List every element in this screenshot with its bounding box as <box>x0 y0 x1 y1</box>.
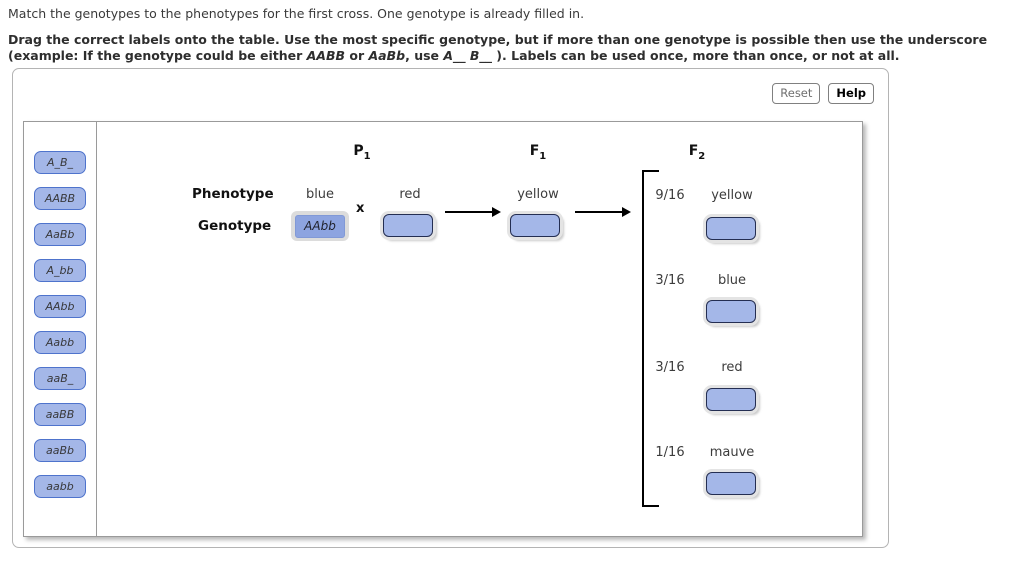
palette-chip-aaBb[interactable]: aaBb <box>34 439 86 462</box>
palette-chip-A_B_[interactable]: A_B_ <box>34 151 86 174</box>
palette-chip-Aabb[interactable]: Aabb <box>34 331 86 354</box>
f2-genotype-dropzone-yellow[interactable] <box>706 217 756 240</box>
instruction-text: , use <box>405 48 444 63</box>
f2-ratio: 3/16 <box>655 360 685 375</box>
genotype-example-3: A__ B__ <box>443 48 492 63</box>
p1-header: P1 <box>353 143 371 162</box>
f2-bracket <box>642 170 659 507</box>
genotype-row-label: Genotype <box>198 218 272 234</box>
workspace: A_B_ AABB AaBb A_bb AAbb Aabb aaB_ aaBB … <box>23 121 863 537</box>
f1-phenotype: yellow <box>517 187 559 202</box>
palette-chip-AAbb[interactable]: AAbb <box>34 295 86 318</box>
label-palette: A_B_ AABB AaBb A_bb AAbb Aabb aaB_ aaBB … <box>24 122 97 536</box>
parent2-phenotype: red <box>399 187 421 202</box>
activity-panel: Reset Help A_B_ AABB AaBb A_bb AAbb Aabb… <box>12 68 889 548</box>
parent2-genotype-dropzone[interactable] <box>383 214 433 237</box>
f2-ratio: 9/16 <box>655 188 685 203</box>
palette-chip-AABB[interactable]: AABB <box>34 187 86 210</box>
f1-genotype-dropzone[interactable] <box>510 214 560 237</box>
instruction-line-1: Match the genotypes to the phenotypes fo… <box>8 6 585 21</box>
arrow-p1-to-f1 <box>445 207 501 217</box>
f2-phenotype: red <box>721 360 743 375</box>
help-button[interactable]: Help <box>828 83 874 104</box>
instructions: Match the genotypes to the phenotypes fo… <box>8 6 1018 64</box>
palette-chip-AaBb[interactable]: AaBb <box>34 223 86 246</box>
genotype-example-1: AABB <box>306 48 346 63</box>
phenotype-row-label: Phenotype <box>192 186 274 202</box>
palette-chip-A_bb[interactable]: A_bb <box>34 259 86 282</box>
f2-genotype-dropzone-blue[interactable] <box>706 300 756 323</box>
instruction-text: Drag the correct labels onto the table. … <box>8 32 988 63</box>
parent1-genotype-target[interactable]: AAbb <box>291 211 349 241</box>
f2-phenotype: yellow <box>711 188 753 203</box>
f2-phenotype: mauve <box>709 445 755 460</box>
f2-ratio: 3/16 <box>655 273 685 288</box>
palette-chip-aabb[interactable]: aabb <box>34 475 86 498</box>
f2-phenotype: blue <box>717 273 747 288</box>
f2-genotype-dropzone-mauve[interactable] <box>706 472 756 495</box>
instruction-text: ). Labels can be used once, more than on… <box>491 48 900 63</box>
arrow-f1-to-f2 <box>575 207 631 217</box>
f2-header: F2 <box>688 143 706 162</box>
reset-button[interactable]: Reset <box>772 83 821 104</box>
f1-header: F1 <box>529 143 547 162</box>
cross-diagram: P1 F1 F2 Phenotype Genotype blue AAbb x … <box>98 122 862 536</box>
palette-chip-aaBB[interactable]: aaBB <box>34 403 86 426</box>
f2-ratio: 1/16 <box>655 445 685 460</box>
parent1-phenotype: blue <box>305 187 335 202</box>
f2-genotype-dropzone-red[interactable] <box>706 388 756 411</box>
instruction-text: or <box>345 48 369 63</box>
genotype-example-2: AaBb <box>368 48 406 63</box>
toolbar: Reset Help <box>772 83 874 104</box>
instruction-line-2: Drag the correct labels onto the table. … <box>8 32 1018 64</box>
parent1-genotype-chip[interactable]: AAbb <box>295 214 345 238</box>
cross-symbol: x <box>356 201 365 216</box>
palette-chip-aaB_[interactable]: aaB_ <box>34 367 86 390</box>
